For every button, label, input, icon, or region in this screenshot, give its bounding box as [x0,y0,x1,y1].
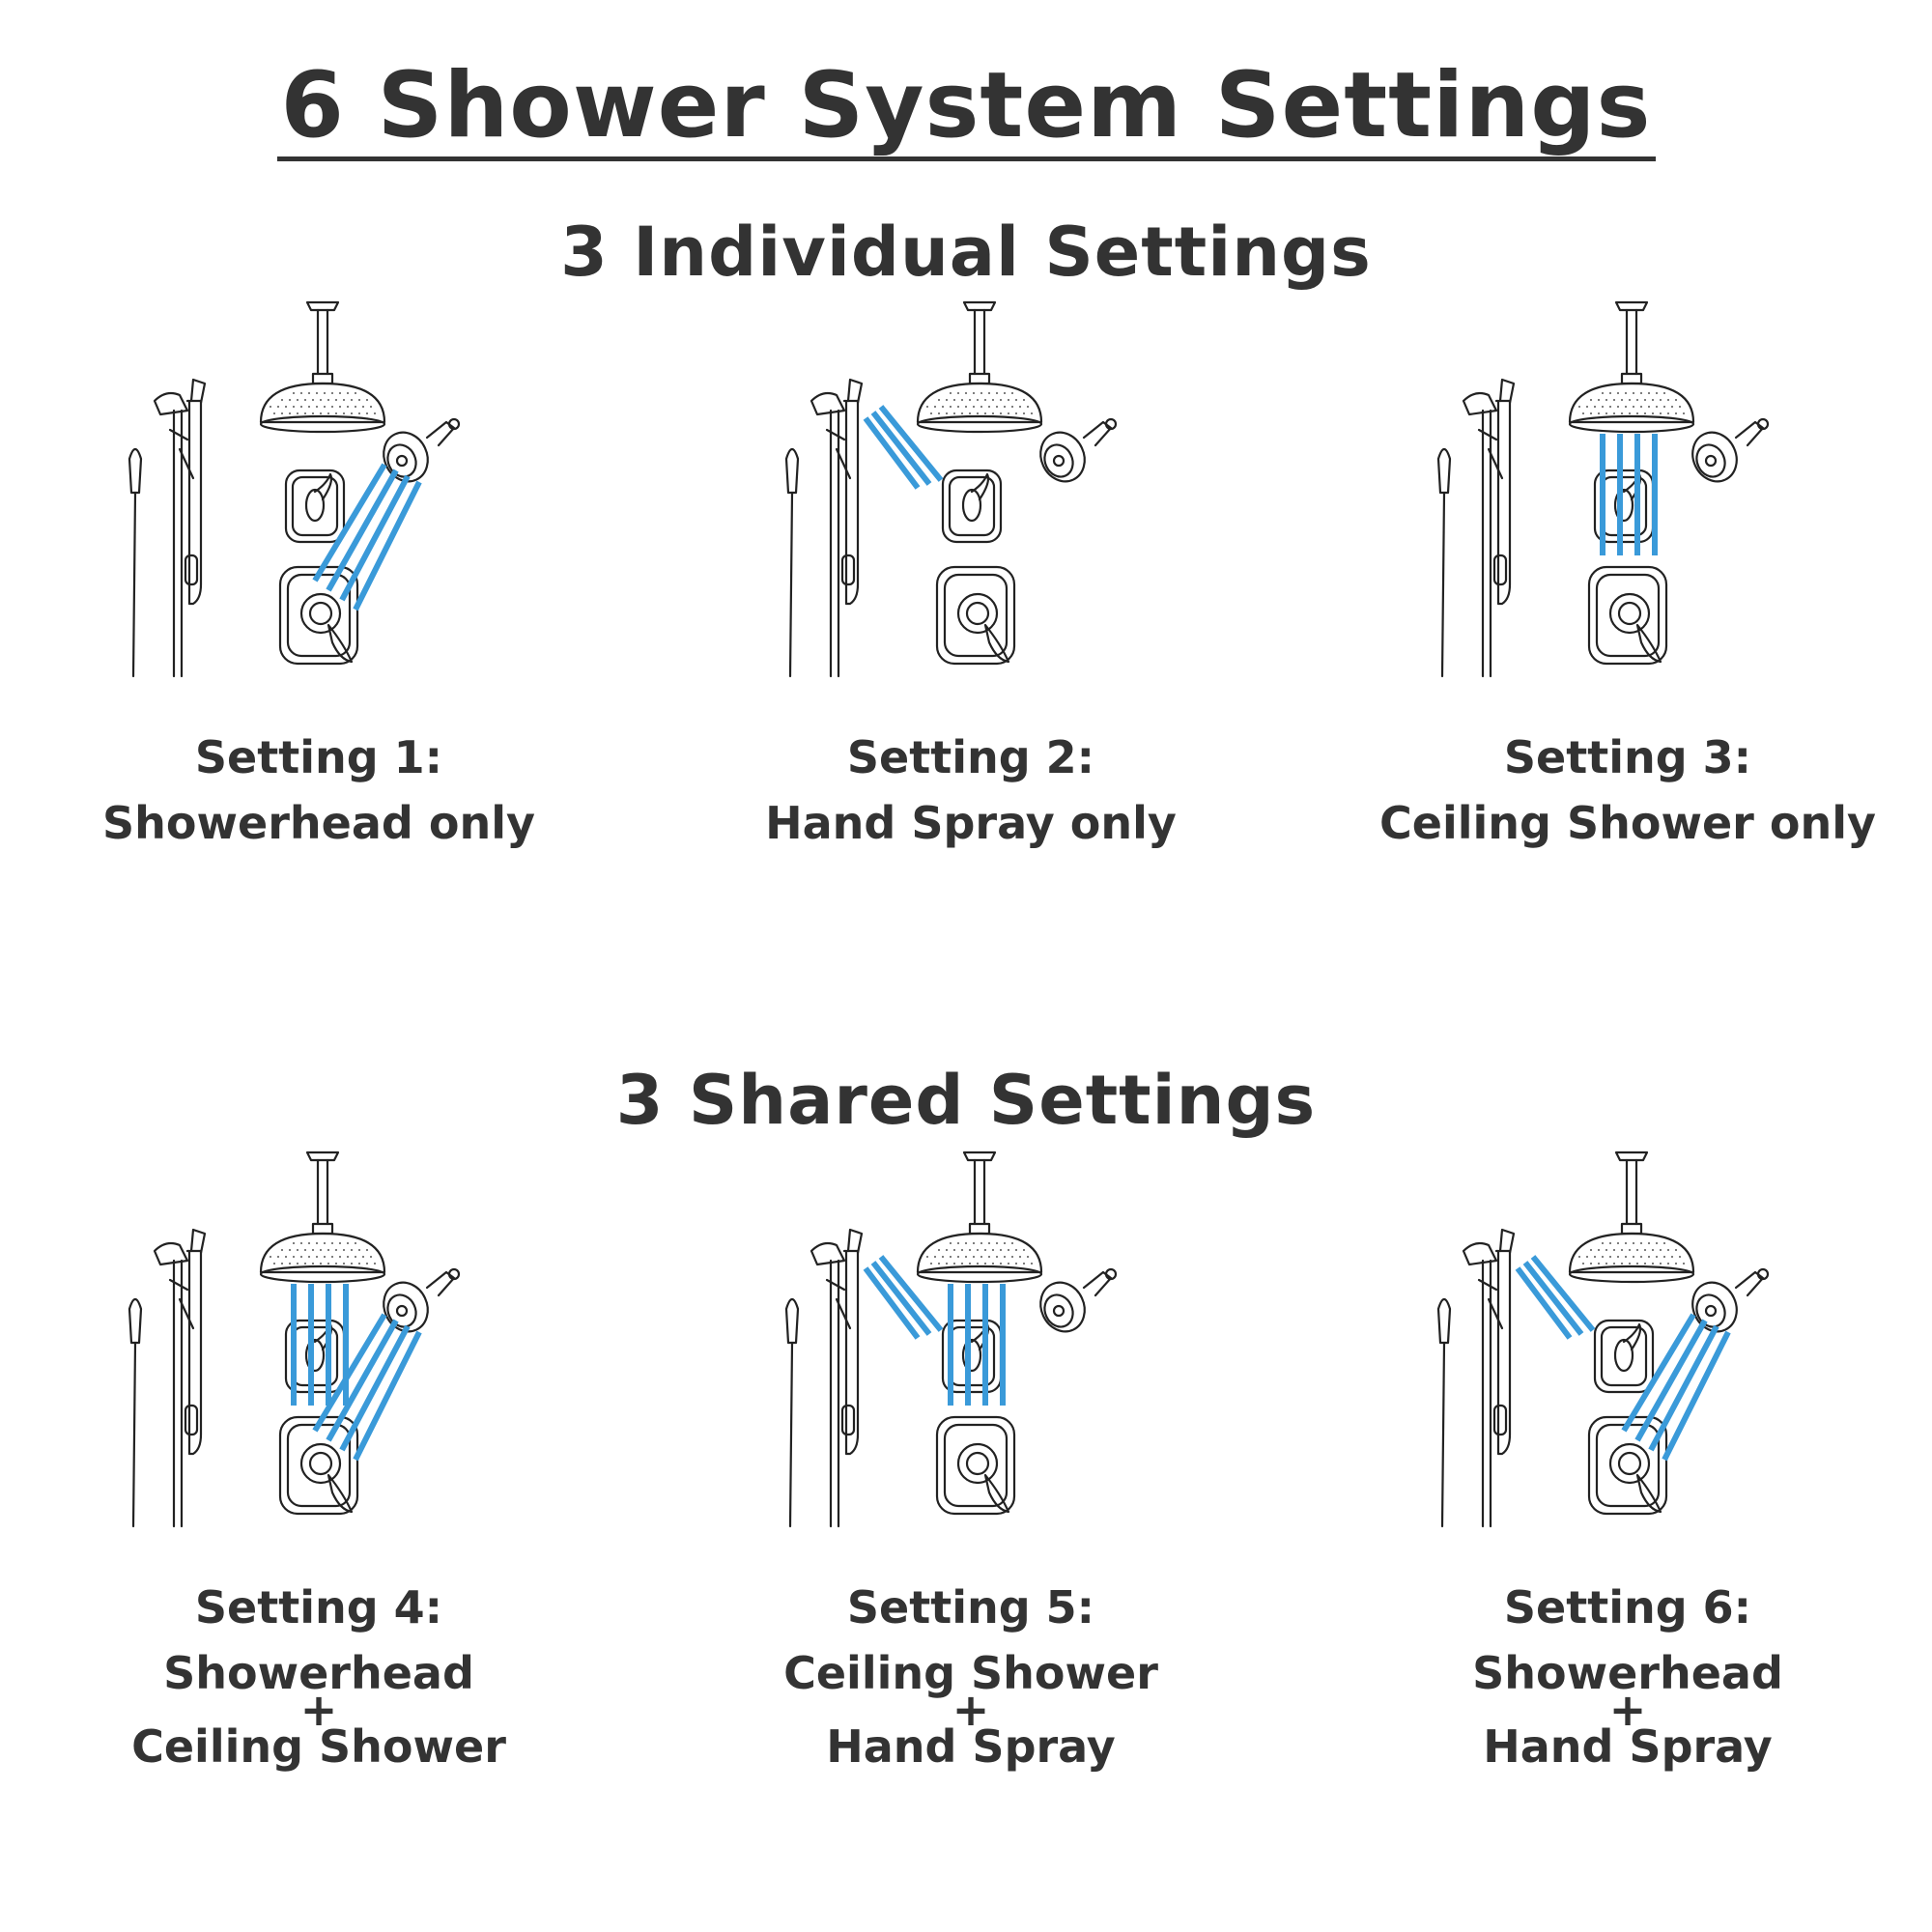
hand-spray-spray-lines [863,1255,944,1340]
setting-4-label: Setting 4: [194,1581,443,1634]
showerhead-spray-lines [312,463,422,611]
hose-icon [784,1297,800,1528]
setting-4-line1: Showerhead [163,1647,474,1699]
setting-1-description: Showerhead only [102,797,535,849]
valve-trim-icon [278,565,359,666]
showerhead-spray-lines [312,1313,422,1462]
valve-trim-icon [1587,1415,1668,1516]
ceiling-shower-icon [1568,1151,1695,1284]
valve-trim-icon [935,1415,1016,1516]
setting-6-label: Setting 6: [1503,1581,1752,1634]
setting-2-diagram [773,295,1198,681]
showerhead-icon [383,1267,461,1333]
setting-2-label: Setting 2: [846,731,1095,783]
setting-3-diagram [1425,295,1850,681]
showerhead-icon [1039,1267,1118,1333]
setting-2-caption: Setting 2: Hand Spray only [700,724,1241,856]
individual-settings-heading: 3 Individual Settings [560,213,1372,292]
setting-6-caption: Setting 6: Showerhead + Hand Spray [1348,1575,1908,1779]
setting-3-caption: Setting 3: Ceiling Shower only [1348,724,1908,856]
shared-settings-heading: 3 Shared Settings [615,1061,1317,1140]
diverter-trim-icon [1593,1319,1655,1394]
valve-trim-icon [1587,565,1668,666]
setting-1-caption: Setting 1: Showerhead only [48,724,589,856]
ceiling-shower-icon [259,1151,386,1284]
setting-4-line2: Ceiling Shower [131,1720,506,1773]
ceiling-shower-icon [916,1151,1043,1284]
hose-icon [784,447,800,678]
showerhead-icon [1039,417,1118,483]
hand-spray-slide-bar-icon [153,378,207,678]
setting-3-description: Ceiling Shower only [1379,797,1876,849]
setting-6-line2: Hand Spray [1483,1720,1773,1773]
setting-5-label: Setting 5: [846,1581,1095,1634]
hand-spray-spray-lines [863,405,944,490]
ceiling-spray-lines [291,1284,349,1406]
setting-6-diagram [1425,1145,1850,1531]
showerhead-icon [1691,1267,1770,1333]
setting-5-line2: Hand Spray [826,1720,1116,1773]
setting-4-diagram [116,1145,541,1531]
setting-5-diagram [773,1145,1198,1531]
setting-2-description: Hand Spray only [765,797,1177,849]
setting-6-line1: Showerhead [1472,1647,1783,1699]
diverter-trim-icon [284,469,346,544]
hand-spray-slide-bar-icon [1462,1228,1516,1528]
setting-3-label: Setting 3: [1503,731,1752,783]
setting-1-diagram [116,295,541,681]
page-title: 6 Shower System Settings [0,53,1932,161]
hose-icon [1436,447,1452,678]
hand-spray-slide-bar-icon [810,378,864,678]
valve-trim-icon [278,1415,359,1516]
ceiling-shower-icon [259,300,386,434]
hand-spray-spray-lines [1515,1255,1596,1340]
hand-spray-slide-bar-icon [153,1228,207,1528]
hand-spray-slide-bar-icon [1462,378,1516,678]
hose-icon [128,1297,143,1528]
showerhead-spray-lines [1621,1313,1731,1462]
hose-icon [1436,1297,1452,1528]
hand-spray-slide-bar-icon [810,1228,864,1528]
ceiling-spray-lines [948,1284,1006,1406]
setting-5-caption: Setting 5: Ceiling Shower + Hand Spray [700,1575,1241,1779]
hose-icon [128,447,143,678]
showerhead-icon [1691,417,1770,483]
setting-5-line1: Ceiling Shower [783,1647,1158,1699]
ceiling-shower-icon [1568,300,1695,434]
diverter-trim-icon [941,469,1003,544]
setting-4-caption: Setting 4: Showerhead + Ceiling Shower [48,1575,589,1779]
valve-trim-icon [935,565,1016,666]
showerhead-icon [383,417,461,483]
ceiling-spray-lines [1600,434,1658,555]
ceiling-shower-icon [916,300,1043,434]
setting-1-label: Setting 1: [194,731,443,783]
